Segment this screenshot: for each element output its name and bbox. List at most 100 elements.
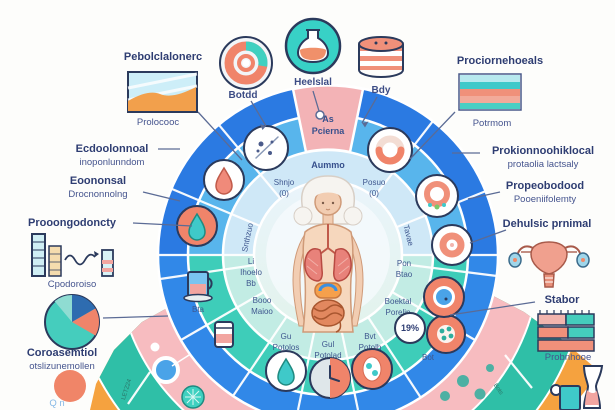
- drink-icons: [550, 365, 604, 410]
- egg-donut-icon: [431, 224, 473, 266]
- teacup-icon: Bta: [183, 271, 213, 314]
- left3-line2: Drocnonnolng: [68, 189, 127, 200]
- area-chart-icon: [127, 71, 198, 113]
- right5-caption: Probnhooe: [545, 352, 591, 363]
- ring-label-left-b3: Bb: [246, 279, 256, 288]
- cell-dot: [440, 391, 450, 401]
- percent-badge-value: 19%: [401, 323, 419, 333]
- water-drop-icon: [265, 350, 307, 392]
- left3-line1: Eoononsal: [70, 175, 126, 187]
- striped-box-icon: [458, 73, 522, 111]
- right4-title: Dehulsic prnimal: [503, 218, 592, 230]
- donut-chart-icon: [219, 36, 273, 90]
- hair-front: [315, 182, 341, 197]
- oil-drop-icon: [176, 205, 218, 247]
- left6-caption: Q n: [49, 398, 64, 409]
- half-donut-icon: [367, 127, 413, 173]
- wedge-label-line1: As: [322, 114, 334, 124]
- right1-caption: Potrmom: [473, 118, 512, 129]
- right-lung: [333, 248, 352, 282]
- left1-title: Pebolclalonerc: [124, 51, 202, 63]
- ring-label-small-right: Bot: [422, 353, 435, 362]
- ring-label-bottom-l2: Potolos: [273, 343, 300, 352]
- left-item-1: Pebolclalonerc Prolocooc: [124, 51, 202, 128]
- uterus-icon: [508, 241, 590, 288]
- ring-label-right-c2: Porelin: [386, 308, 411, 317]
- ring-label-left-b2: Ihoelo: [240, 268, 262, 277]
- right2-line1: Prokionnoohiklocal: [492, 145, 594, 157]
- fan-divider: [127, 371, 151, 405]
- connector-lines: [102, 90, 536, 319]
- ring-label-right-a2: (0): [369, 189, 379, 198]
- cell-dot: [486, 364, 494, 372]
- left1-caption: Prolocooc: [137, 117, 179, 128]
- left4-title: Prooongodoncty: [28, 217, 117, 229]
- left-item-4: Prooongodoncty Cpodoroiso: [28, 217, 117, 290]
- right-item-4: Dehulsic prnimal: [503, 218, 592, 288]
- left-item-2: Ecdoolonnoal inoponlunndom: [76, 143, 149, 168]
- right1-title: Prociornehoeals: [457, 55, 543, 67]
- ring-label-bottom-m1: Gul: [322, 340, 335, 349]
- percent-badge: 19%: [394, 312, 426, 344]
- ovum-icon: [423, 276, 465, 318]
- wedge-label-line2: Pcierna: [312, 126, 346, 136]
- right-item-5: Stabor Probnhooe: [537, 294, 595, 363]
- ring-label-top: Aummo: [311, 160, 345, 170]
- ovum-cell-decoration: [152, 356, 180, 384]
- starburst-cell-decoration: [181, 385, 205, 409]
- top-item-flask: Heelslal: [284, 17, 342, 88]
- left5-line1: Coroasemtiol: [27, 347, 97, 359]
- left5-line2: otslizunemollen: [29, 361, 94, 372]
- ring-label-left-a: Shnjo: [274, 178, 295, 187]
- left2-line1: Ecdoolonnoal: [76, 143, 149, 155]
- clock-icon: [309, 357, 351, 399]
- glass-icon: [582, 365, 604, 409]
- left2-line2: inoponlunndom: [80, 157, 145, 168]
- cell-dot: [457, 375, 469, 387]
- cup-icon: [559, 385, 581, 410]
- right3-line2: Pooeniifolemty: [514, 194, 577, 205]
- ring-label-left-b1: Li: [248, 257, 254, 266]
- left-item-3: Eoononsal Drocnonnolng: [68, 175, 127, 200]
- ring-label-right-b2: Btao: [396, 270, 413, 279]
- cell-cluster-icon: [426, 314, 466, 354]
- donut-label: Botdd: [229, 90, 258, 101]
- dot-decoration: [150, 342, 160, 352]
- bar-chart-icon: [31, 233, 114, 277]
- database-label: Bdy: [372, 85, 391, 96]
- cell-donut-icon: [415, 174, 459, 218]
- ring-label-bottom-l1: Gu: [281, 332, 292, 341]
- ring-label-right-c1: Boektal: [385, 297, 412, 306]
- database-icon: [358, 36, 404, 78]
- ring-label-right-b1: Pon: [397, 259, 411, 268]
- fine-print-right: Bots: [492, 383, 504, 396]
- right2-line2: protaolia lactsaly: [508, 159, 579, 170]
- fan-divider: [504, 354, 533, 389]
- left-lung: [304, 248, 323, 282]
- intestines: [311, 299, 345, 327]
- top-item-database: Bdy: [358, 36, 404, 96]
- ring-label-left-c2: Maioo: [251, 307, 273, 316]
- right-item-1: Prociornehoeals Potrmom: [457, 55, 543, 129]
- stacked-bars-icon: [537, 310, 595, 352]
- ring-icons: Bta: [176, 125, 473, 399]
- ring-label-left-c1: Booo: [253, 296, 272, 305]
- right-item-3: Propeobodood Pooeniifolemty: [506, 180, 584, 205]
- left-item-5: Coroasemtiol otslizunemollen: [27, 294, 100, 372]
- human-anatomy-figure: [292, 175, 364, 333]
- ring-label-left-a2: (0): [279, 189, 289, 198]
- jar-icon: [214, 321, 234, 348]
- ring-label-bottom-r1: Bvt: [364, 332, 376, 341]
- blood-drop-icon: [203, 159, 245, 201]
- right-item-2: Prokionnoohiklocal protaolia lactsaly: [492, 145, 594, 170]
- right3-line1: Propeobodood: [506, 180, 584, 192]
- dots-sample-icon: [243, 125, 289, 171]
- orange-dot-icon: [54, 370, 86, 402]
- flask-label: Heelslal: [294, 77, 332, 88]
- top-pink-wedge: As Pcierna: [291, 84, 365, 154]
- right5-title: Stabor: [545, 294, 581, 306]
- ring-label-bottom-m2: Potolad: [314, 351, 341, 360]
- ring-label-bottom-r2: Potolh: [359, 343, 382, 352]
- pie-chart-icon: [44, 294, 100, 350]
